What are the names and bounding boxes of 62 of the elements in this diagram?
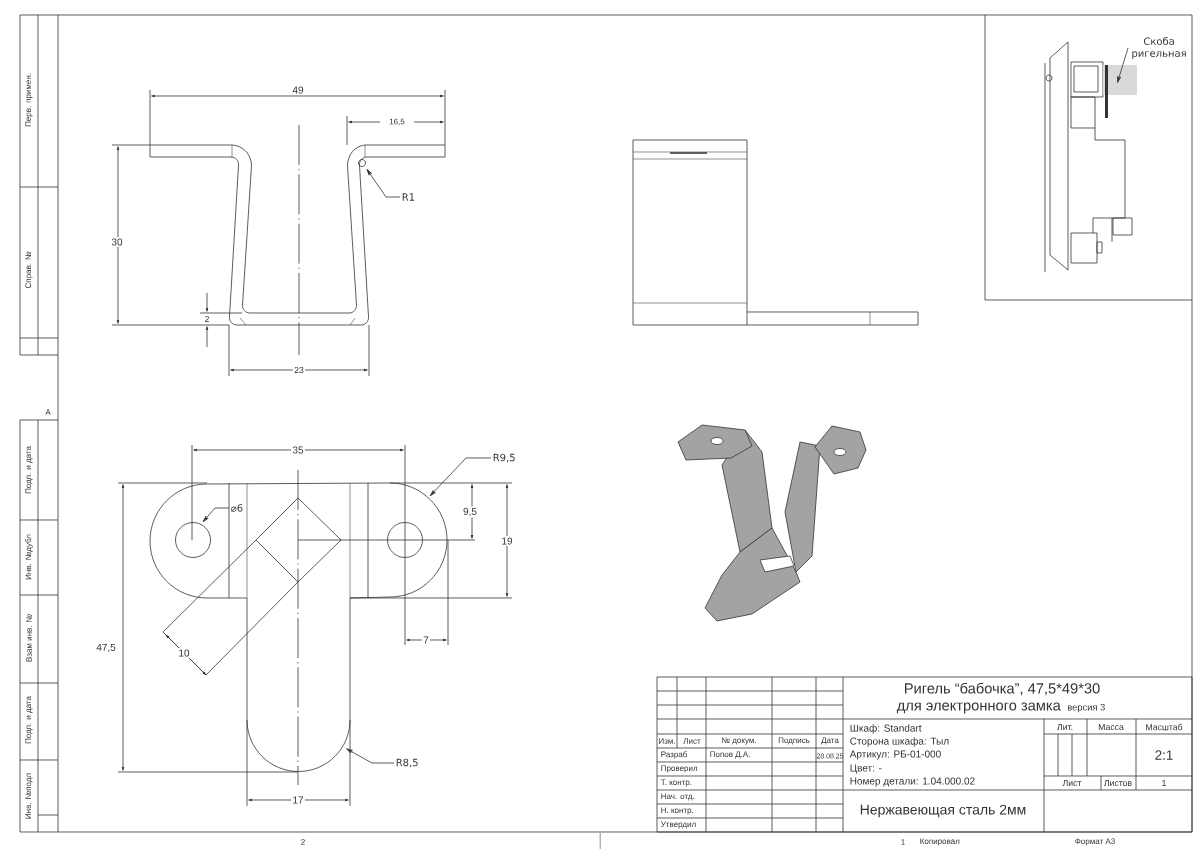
table-cell-text: Изм. — [659, 738, 675, 744]
table-cell-text: Артикул: РБ-01-000 — [849, 750, 941, 760]
table-cell-text: Лист — [683, 738, 701, 744]
dimension-text: 35 — [291, 445, 305, 455]
dimension-text: 30 — [110, 237, 124, 247]
table-cell-text: Дата — [821, 737, 839, 745]
table-cell-text: Нач. отд. — [661, 793, 694, 801]
leader-line — [429, 457, 492, 497]
callout-text: ⌀6 — [231, 504, 243, 512]
table-cell-text: Сторона шкафа: Тыл — [850, 737, 949, 747]
table-cell-text: Шкаф: Standart — [850, 724, 922, 734]
sheet-note: 1 — [901, 839, 905, 845]
sheet-note: Формат А3 — [1075, 838, 1115, 846]
dimension-text: 49 — [291, 85, 305, 95]
version-text: версия 3 — [1067, 703, 1105, 713]
stamp-label: Взам инв. № — [26, 614, 32, 662]
dimension-text: 23 — [292, 365, 306, 375]
sheet-note: 2 — [301, 839, 305, 845]
table-cell-text: Разраб — [661, 751, 687, 759]
zone-letter: A — [45, 409, 51, 415]
table-cell-text: Т. контр. — [660, 779, 692, 787]
leader-line — [366, 168, 401, 198]
stamp-label: Подп. и дата — [25, 446, 33, 494]
dimension-text: 19 — [500, 536, 514, 546]
table-cell-text: Масштаб — [1146, 723, 1183, 731]
dimension-text: 9,5 — [461, 506, 479, 518]
table-cell-text: Подпись — [778, 737, 810, 745]
table-cell-text: Нержавеющая сталь 2мм — [860, 804, 1026, 818]
dimension-text: 10 — [177, 648, 191, 658]
table-cell-text: Листов — [1104, 780, 1132, 786]
callout-text: R9,5 — [493, 453, 515, 463]
table-cell-text: Утвердил — [660, 821, 696, 829]
callout-text: R8,5 — [396, 758, 418, 768]
callout-text: R1 — [402, 193, 415, 201]
table-cell-text: Масса — [1098, 724, 1124, 730]
title-text: для электронного замка — [896, 702, 1061, 714]
stamp-label: Перв. примен. — [25, 73, 33, 127]
callout-text: Скоба ригельная — [1132, 37, 1186, 59]
leader-line — [1117, 47, 1129, 83]
table-cell-text: Лист — [1062, 780, 1082, 786]
stamp-label: Справ. № — [25, 251, 33, 289]
table-cell-text: Цвет: - — [850, 764, 882, 774]
table-cell-text: Попов Д.А. — [710, 751, 750, 759]
table-cell-text: Номер детали: 1.04.000.02 — [850, 777, 975, 787]
leader-line — [202, 507, 230, 523]
table-cell-text: Лит. — [1057, 724, 1073, 730]
dimension-text: 47,5 — [94, 642, 118, 654]
leader-line — [346, 748, 395, 764]
table-cell-text: № докум. — [722, 737, 756, 745]
title-text: Ригель “бабочка”, 47,5*49*30 — [905, 682, 1100, 696]
stamp-label: Инв. №подл — [25, 773, 33, 819]
sheet-note: Копировал — [920, 838, 960, 846]
stamp-label: Инв. №дубл — [25, 534, 33, 580]
table-cell-text: 2:1 — [1155, 750, 1173, 760]
table-cell-text: Проверил — [661, 765, 698, 773]
dimension-text: 7 — [421, 635, 431, 645]
dimension-text: 16,5 — [387, 117, 407, 127]
dimension-text: 17 — [291, 795, 305, 805]
table-cell-text: Н. контр. — [661, 807, 693, 815]
table-cell-text: 1 — [1162, 780, 1166, 786]
dimension-text: 2 — [203, 314, 211, 324]
stamp-label: Подп. и дата — [25, 696, 33, 744]
